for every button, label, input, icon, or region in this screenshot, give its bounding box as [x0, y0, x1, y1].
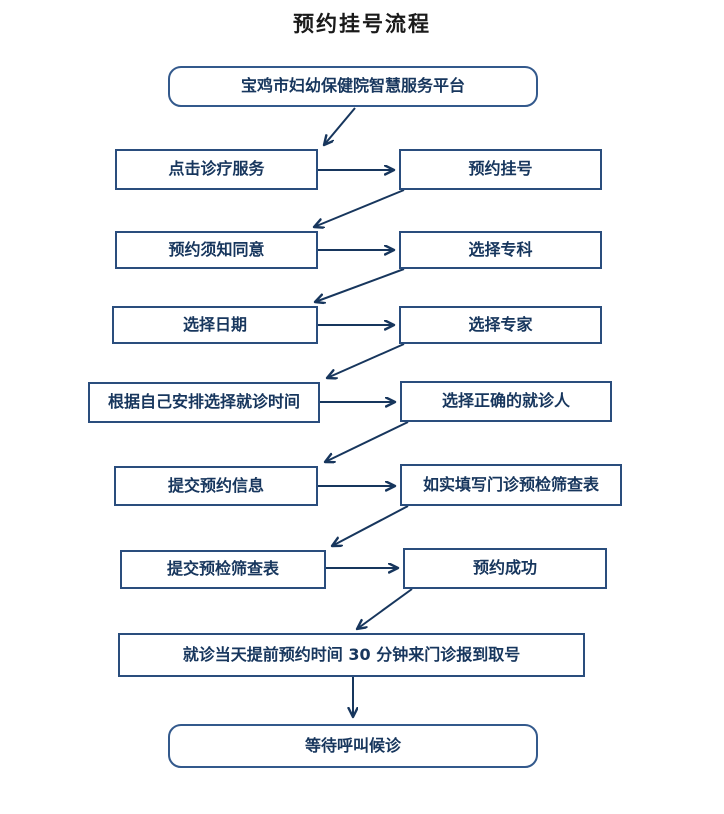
arrow-step2-to-step3 [315, 268, 405, 302]
node-appointment-registration-label: 预约挂号 [468, 159, 533, 179]
node-arrive-30min-early-notice-label: 就诊当天提前预约时间 30 分钟来门诊报到取号 [182, 644, 521, 664]
node-submit-prescreening-form-label: 提交预检筛查表 [166, 559, 279, 579]
node-arrive-30min-early-notice: 就诊当天提前预约时间 30 分钟来门诊报到取号 [118, 633, 585, 677]
node-select-specialty: 选择专科 [399, 231, 602, 269]
node-appointment-success-label: 预约成功 [472, 558, 537, 578]
node-wait-for-call: 等待呼叫候诊 [168, 724, 538, 768]
node-choose-visit-time-label: 根据自己安排选择就诊时间 [107, 392, 300, 412]
arrow-step1-to-step2 [314, 189, 405, 227]
node-click-medical-services: 点击诊疗服务 [115, 149, 318, 190]
node-select-specialty-label: 选择专科 [468, 239, 533, 259]
node-fill-prescreening-form-label: 如实填写门诊预检筛查表 [422, 474, 599, 494]
arrow-start-to-step1 [324, 107, 356, 145]
arrow-step6-to-notice [357, 588, 413, 629]
node-agree-appointment-notice-label: 预约须知同意 [168, 239, 265, 259]
node-select-date: 选择日期 [112, 306, 318, 344]
node-choose-visit-time: 根据自己安排选择就诊时间 [88, 382, 320, 423]
node-agree-appointment-notice: 预约须知同意 [115, 231, 318, 269]
node-submit-prescreening-form: 提交预检筛查表 [120, 550, 326, 589]
node-select-correct-patient: 选择正确的就诊人 [400, 381, 612, 422]
arrow-step3-to-step4 [327, 343, 405, 378]
node-platform-start-label: 宝鸡市妇幼保健院智慧服务平台 [240, 76, 465, 96]
node-select-expert: 选择专家 [399, 306, 602, 344]
node-submit-appointment-info-label: 提交预约信息 [167, 475, 264, 495]
node-submit-appointment-info: 提交预约信息 [114, 466, 318, 506]
page-title: 预约挂号流程 [293, 12, 431, 36]
node-wait-for-call-label: 等待呼叫候诊 [304, 735, 401, 755]
node-click-medical-services-label: 点击诊疗服务 [168, 159, 265, 179]
node-appointment-success: 预约成功 [403, 548, 607, 589]
node-select-date-label: 选择日期 [182, 314, 247, 334]
node-select-correct-patient-label: 选择正确的就诊人 [441, 391, 570, 411]
arrow-step5-to-step6 [332, 505, 409, 546]
node-platform-start: 宝鸡市妇幼保健院智慧服务平台 [168, 66, 538, 107]
node-appointment-registration: 预约挂号 [399, 149, 602, 190]
node-fill-prescreening-form: 如实填写门诊预检筛查表 [400, 464, 622, 506]
arrow-step4-to-step5 [325, 421, 409, 462]
node-select-expert-label: 选择专家 [468, 314, 533, 334]
